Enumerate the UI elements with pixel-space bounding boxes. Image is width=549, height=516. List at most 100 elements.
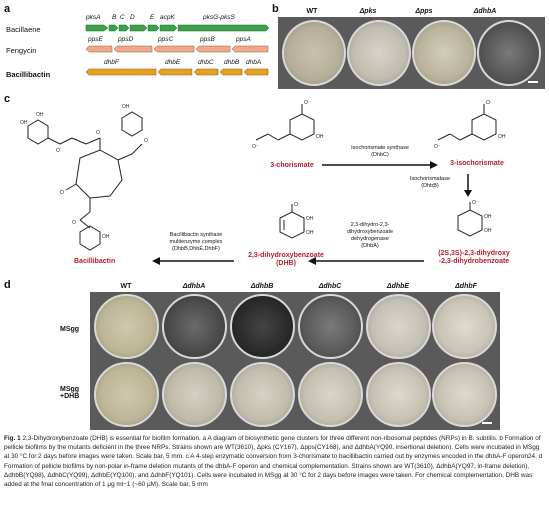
panel-a-gene-clusters: Bacillaene pksA B C D E acpK pksG-pksS F…: [0, 0, 270, 90]
petri-dish-dhba-dhb: [162, 362, 227, 427]
bacillibactin-gene-arrows: [85, 68, 269, 76]
reaction-arrow-4: [152, 257, 234, 265]
enzyme-label-line: (DhbB): [421, 183, 439, 189]
compound-label-line: (DHB): [276, 260, 296, 267]
panel-c-letter: c: [4, 93, 11, 105]
operon-label-bacillibactin: Bacillibactin: [6, 70, 51, 79]
petri-dish-pps: [412, 20, 476, 86]
bacillibactin-structure: OH OH O O O O O OH OH: [20, 104, 148, 251]
panel-b-letter: b: [272, 3, 279, 15]
strain-label: Δpks: [359, 8, 377, 15]
enzyme-label-line: (DhbC): [371, 152, 389, 158]
svg-text:OH: OH: [20, 120, 28, 126]
gene-label: dhbE: [165, 59, 181, 66]
svg-text:OH: OH: [122, 104, 130, 110]
compound-label-chorismate: 3-chorismate: [270, 162, 314, 169]
svg-text:O⁻: O⁻: [486, 100, 493, 106]
gene-label: D: [130, 14, 135, 21]
gene-label: ppsC: [158, 36, 174, 43]
svg-text:O: O: [144, 138, 148, 144]
scale-bar: [528, 81, 538, 83]
reaction-arrow-3: [308, 257, 424, 265]
petri-dish-dhbe-dhb: [366, 362, 431, 427]
panel-d-letter: d: [4, 279, 11, 291]
svg-text:O: O: [60, 190, 64, 196]
gene-label: pksG-pksS: [203, 14, 235, 21]
enzyme-label-line: multienzyme complex: [169, 239, 223, 245]
gene-label: acpK: [160, 14, 175, 21]
svg-text:OH: OH: [36, 112, 44, 118]
dihydrodihydroxybenzoate-structure: O⁻ OH OH: [457, 200, 492, 237]
row-label-msgg-dhb: MSgg +DHB: [60, 386, 79, 400]
gene-label: pksA: [86, 14, 101, 21]
svg-text:O⁻: O⁻: [472, 200, 479, 206]
gene-label: ppsD: [118, 36, 134, 43]
enzyme-label-line: Bacillibactin synthase: [169, 232, 223, 238]
strain-label: ΔdhbA: [182, 283, 206, 290]
enzyme-label-line: Isochorismate synthase: [351, 145, 409, 151]
enzyme-label-line: (DhbA): [361, 243, 379, 249]
gene-label: dhbB: [224, 59, 240, 66]
compound-label-dhb: 2,3-dihydroxybenzoate (DHB): [236, 252, 336, 268]
svg-text:OH: OH: [102, 234, 110, 240]
enzyme-label-dhbb: Isochorismatase (DhbB): [400, 176, 460, 190]
strain-label: ΔdhbA: [473, 8, 497, 15]
gene-label: dhbA: [246, 59, 262, 66]
row-label-line: +DHB: [60, 393, 80, 400]
row-label-msgg: MSgg: [60, 326, 79, 333]
compound-label-line: -2,3-dihydrobenzoate: [438, 258, 510, 265]
petri-dish-dhbf-msgg: [432, 294, 497, 359]
petri-dish-dhbb-msgg: [230, 294, 295, 359]
operon-label-fengycin: Fengycin: [6, 46, 37, 55]
figure-caption: Fig. 1 2,3-Dihydroxybenzoate (DHB) is es…: [4, 434, 545, 489]
fengycin-gene-arrows: [85, 45, 269, 53]
compound-label-line: (2S,3S)-2,3-dihydroxy: [438, 250, 510, 257]
enzyme-label-nrps: Bacillibactin synthase multienzyme compl…: [156, 232, 236, 253]
row-label-line: MSgg: [60, 326, 80, 333]
petri-dish-dhbf-dhb: [432, 362, 497, 427]
dhb-structure: O⁻ OH OH: [279, 202, 314, 239]
row-label-line: MSgg: [60, 386, 80, 393]
petri-dish-dhbe-msgg: [366, 294, 431, 359]
gene-label: E: [150, 14, 155, 21]
enzyme-label-dhbc: Isochorismate synthase (DhbC): [330, 145, 430, 159]
petri-dish-wt-msgg: [94, 294, 159, 359]
scale-bar: [482, 422, 492, 424]
svg-text:OH: OH: [316, 134, 324, 140]
gene-label: ppsA: [236, 36, 251, 43]
enzyme-label-line: dihydroxybenzoate: [346, 229, 394, 235]
petri-dish-wt: [282, 20, 346, 86]
compound-label-dihydrodihydroxybenzoate: (2S,3S)-2,3-dihydroxy -2,3-dihydrobenzoa…: [424, 250, 524, 266]
svg-text:O: O: [96, 130, 100, 136]
reaction-arrow-1: [322, 161, 438, 169]
reaction-arrow-2: [464, 174, 472, 197]
gene-label: B: [112, 14, 117, 21]
chorismate-structure: O⁻ OH O⁻: [252, 100, 324, 150]
gene-label: dhbC: [198, 59, 214, 66]
svg-text:O⁻: O⁻: [304, 100, 311, 106]
enzyme-label-line: dehydrogenase: [351, 236, 389, 242]
compound-label-line: 2,3-dihydroxybenzoate: [248, 252, 324, 259]
strain-label: WT: [120, 283, 132, 290]
svg-text:OH: OH: [306, 216, 314, 222]
svg-text:O: O: [72, 220, 76, 226]
petri-dish-dhbc-dhb: [298, 362, 363, 427]
caption-text: 2,3-Dihydroxybenzoate (DHB) is essential…: [4, 435, 543, 489]
strain-label: ΔdhbC: [318, 283, 342, 290]
svg-text:O⁻: O⁻: [294, 202, 301, 208]
petri-dish-pks: [347, 20, 411, 86]
strain-label: Δpps: [415, 8, 433, 15]
petri-dish-dhba-msgg: [162, 294, 227, 359]
petri-dish-dhbc-msgg: [298, 294, 363, 359]
svg-text:OH: OH: [484, 228, 492, 234]
compound-label-isochorismate: 3-isochorismate: [450, 160, 504, 167]
strain-label: ΔdhbB: [250, 283, 274, 290]
panel-a-letter: a: [4, 3, 11, 15]
svg-text:OH: OH: [498, 134, 506, 140]
gene-label: dhbF: [104, 59, 119, 66]
gene-label: ppsB: [200, 36, 215, 43]
petri-dish-dhbb-dhb: [230, 362, 295, 427]
svg-text:OH: OH: [306, 230, 314, 236]
petri-dish-dhba: [477, 20, 541, 86]
bacillaene-gene-arrows: [85, 24, 270, 32]
